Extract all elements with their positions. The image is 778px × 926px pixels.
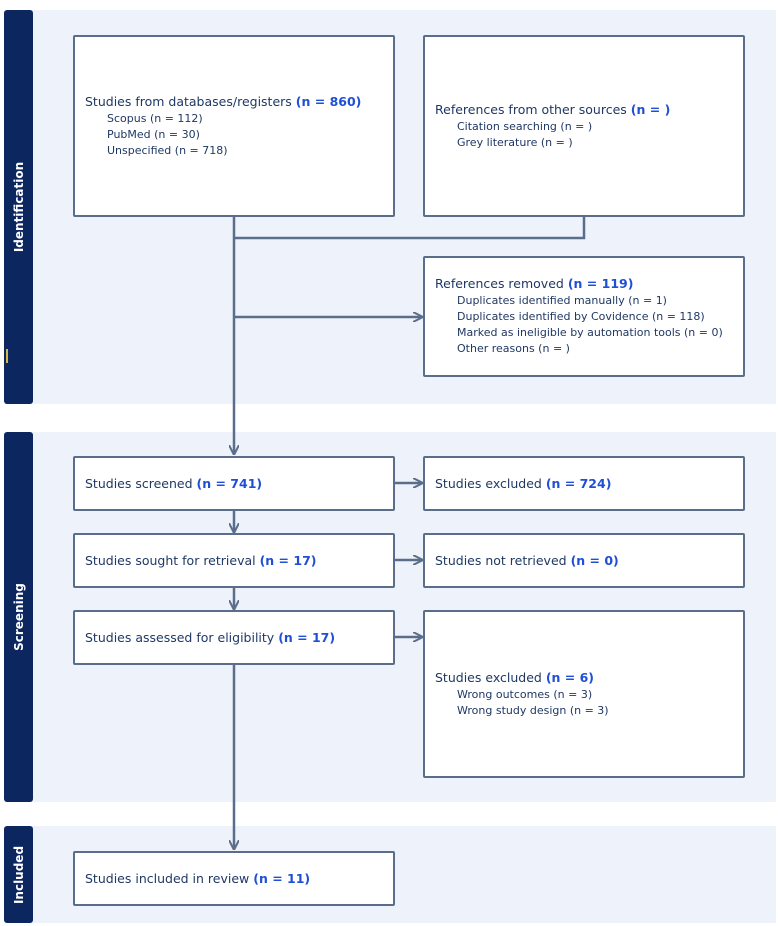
excluded-title-text: Studies excluded: [435, 476, 542, 491]
excluded-eligibility-item-design: Wrong study design (n = 3): [457, 703, 609, 717]
box-not-retrieved: Studies not retrieved (n = 0): [423, 533, 745, 588]
box-assessed: Studies assessed for eligibility (n = 17…: [73, 610, 395, 665]
included-review-title: Studies included in review (n = 11): [85, 871, 383, 886]
box-sought: Studies sought for retrieval (n = 17): [73, 533, 395, 588]
excluded-eligibility-count: (n = 6): [545, 669, 595, 685]
box-excluded-eligibility: Studies excluded (n = 6) Wrong outcomes …: [423, 610, 745, 778]
included-review-count: (n = 11): [253, 871, 311, 886]
assessed-title-text: Studies assessed for eligibility: [85, 630, 275, 645]
box-excluded: Studies excluded (n = 724): [423, 456, 745, 511]
removed-title: References removed (n = 119): [435, 276, 733, 291]
databases-item-unspecified: Unspecified (n = 718): [107, 143, 228, 157]
box-screened: Studies screened (n = 741): [73, 456, 395, 511]
removed-item-manual: Duplicates identified manually (n = 1): [457, 294, 667, 307]
excluded-title: Studies excluded (n = 724): [435, 476, 733, 491]
other-sources-title: References from other sources (n = ): [435, 102, 733, 117]
removed-count: (n = 119): [567, 276, 634, 291]
connector-other-join: [234, 217, 586, 240]
not-retrieved-title: Studies not retrieved (n = 0): [435, 553, 733, 568]
other-sources-item-grey: Grey literature (n = ): [457, 135, 573, 149]
screened-count: (n = 741): [196, 476, 263, 491]
other-sources-title-text: References from other sources: [435, 101, 627, 117]
assessed-title: Studies assessed for eligibility (n = 17…: [85, 630, 383, 645]
excluded-eligibility-title-text: Studies excluded: [435, 669, 542, 685]
phase-included: Included: [4, 826, 33, 923]
phase-marker: [6, 349, 8, 363]
sought-title: Studies sought for retrieval (n = 17): [85, 553, 383, 568]
removed-item-automation: Marked as ineligible by automation tools…: [457, 326, 723, 339]
other-sources-item-citation: Citation searching (n = ): [457, 119, 593, 133]
sought-title-text: Studies sought for retrieval: [85, 553, 256, 568]
phase-identification: Identification: [4, 10, 33, 404]
assessed-count: (n = 17): [278, 630, 336, 645]
screened-title-text: Studies screened: [85, 476, 193, 491]
not-retrieved-count: (n = 0): [570, 553, 619, 568]
excluded-eligibility-title: Studies excluded (n = 6): [435, 670, 733, 685]
other-sources-count: (n = ): [630, 101, 671, 117]
removed-item-other: Other reasons (n = ): [457, 342, 570, 355]
removed-item-covidence: Duplicates identified by Covidence (n = …: [457, 310, 705, 323]
excluded-eligibility-item-outcomes: Wrong outcomes (n = 3): [457, 687, 593, 701]
phase-screening: Screening: [4, 432, 33, 802]
box-other-sources: References from other sources (n = ) Cit…: [423, 35, 745, 217]
databases-item-scopus: Scopus (n = 112): [107, 111, 203, 125]
box-references-removed: References removed (n = 119) Duplicates …: [423, 256, 745, 377]
box-databases: Studies from databases/registers (n = 86…: [73, 35, 395, 217]
databases-item-pubmed: PubMed (n = 30): [107, 127, 200, 141]
sought-count: (n = 17): [259, 553, 317, 568]
databases-title-text: Studies from databases/registers: [85, 93, 292, 109]
not-retrieved-title-text: Studies not retrieved: [435, 553, 567, 568]
removed-title-text: References removed: [435, 276, 564, 291]
excluded-count: (n = 724): [545, 476, 612, 491]
box-included-review: Studies included in review (n = 11): [73, 851, 395, 906]
databases-title: Studies from databases/registers (n = 86…: [85, 94, 383, 109]
screened-title: Studies screened (n = 741): [85, 476, 383, 491]
databases-count: (n = 860): [295, 93, 362, 109]
included-review-title-text: Studies included in review: [85, 871, 250, 886]
